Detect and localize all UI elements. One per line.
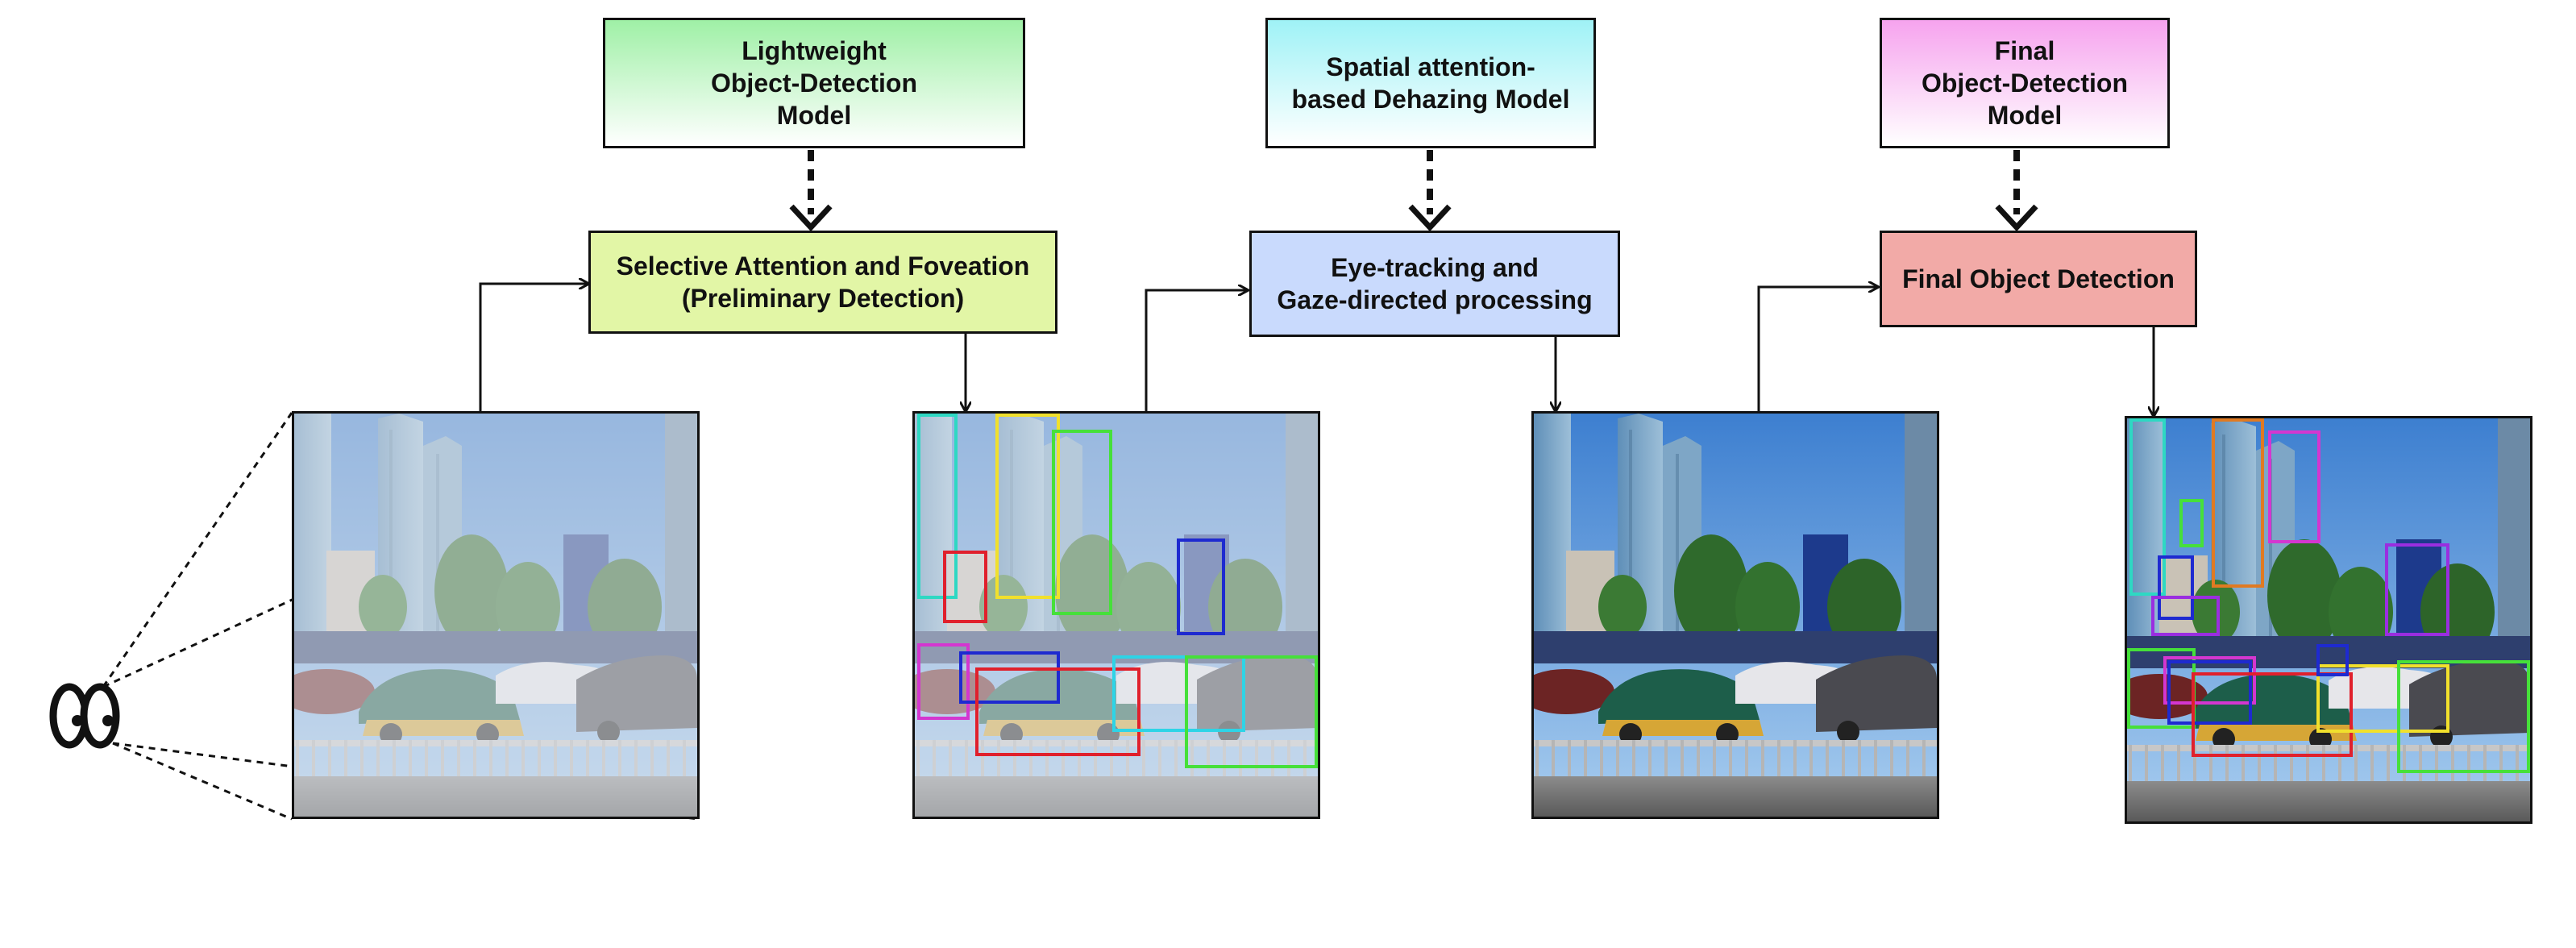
detection-bounding-box bbox=[2385, 543, 2449, 636]
lightweight-detection-model-box: Lightweight Object-Detection Model bbox=[603, 18, 1025, 148]
detection-bounding-box bbox=[2212, 418, 2264, 588]
model-label-2: Spatial attention- based Dehazing Model bbox=[1291, 52, 1570, 114]
detection-bounding-box bbox=[2167, 660, 2252, 725]
final-detection-step-box: Final Object Detection bbox=[1880, 231, 2197, 327]
hazy-input-image bbox=[292, 411, 700, 819]
detection-bounding-box bbox=[2163, 656, 2256, 705]
preliminary-detection-image bbox=[912, 411, 1320, 819]
detection-bounding-box bbox=[1177, 538, 1225, 635]
model-to-step-arrow-3 bbox=[1995, 150, 2038, 232]
detection-bounding-box bbox=[975, 667, 1141, 756]
detection-bounding-box bbox=[2268, 430, 2320, 543]
detection-bounding-box bbox=[2397, 660, 2530, 773]
detection-bounding-box bbox=[2316, 664, 2449, 733]
eyes-icon bbox=[49, 683, 120, 749]
detection-bounding-box bbox=[1052, 430, 1112, 615]
step-label-1: Selective Attention and Foveation (Preli… bbox=[616, 252, 1030, 313]
detection-bounding-box bbox=[1185, 655, 1318, 768]
sight-line-top-left bbox=[102, 412, 293, 688]
detection-bounding-box bbox=[2192, 672, 2353, 757]
sight-line-bottom-left bbox=[112, 742, 293, 821]
detection-bounding-box bbox=[959, 651, 1060, 704]
dehazing-model-box: Spatial attention- based Dehazing Model bbox=[1265, 18, 1596, 148]
detection-bounding-box bbox=[2316, 644, 2349, 676]
selective-attention-step-box: Selective Attention and Foveation (Preli… bbox=[588, 231, 1057, 334]
street-scene-picture bbox=[294, 414, 697, 817]
dehazed-image bbox=[1531, 411, 1939, 819]
detection-bounding-box bbox=[916, 414, 958, 599]
image3-to-step3-arrow bbox=[1757, 287, 1878, 411]
final-detection-model-box: Final Object-Detection Model bbox=[1880, 18, 2170, 148]
final-detection-image bbox=[2125, 416, 2532, 824]
detection-bounding-box bbox=[1112, 655, 1245, 732]
detection-bounding-box bbox=[2129, 418, 2166, 596]
model-label-3: Final Object-Detection Model bbox=[1921, 36, 2129, 130]
image2-to-step2-arrow bbox=[1145, 290, 1248, 411]
model-label-1: Lightweight Object-Detection Model bbox=[710, 36, 918, 130]
model-to-step-arrow-1 bbox=[789, 150, 833, 232]
eye-tracking-step-box: Eye-tracking and Gaze-directed processin… bbox=[1249, 231, 1620, 337]
detection-bounding-box bbox=[2179, 499, 2204, 547]
detection-bounding-box bbox=[995, 414, 1060, 599]
detection-bounding-box bbox=[2157, 555, 2194, 620]
step-label-2: Eye-tracking and Gaze-directed processin… bbox=[1277, 253, 1593, 314]
street-scene-picture bbox=[1534, 414, 1937, 817]
model-to-step-arrow-2 bbox=[1408, 150, 1452, 232]
detection-bounding-box bbox=[943, 551, 987, 623]
image1-to-step1-arrow bbox=[479, 284, 588, 411]
detection-bounding-box bbox=[916, 643, 970, 720]
step-label-3: Final Object Detection bbox=[1902, 264, 2175, 293]
detection-bounding-box bbox=[2151, 596, 2220, 636]
